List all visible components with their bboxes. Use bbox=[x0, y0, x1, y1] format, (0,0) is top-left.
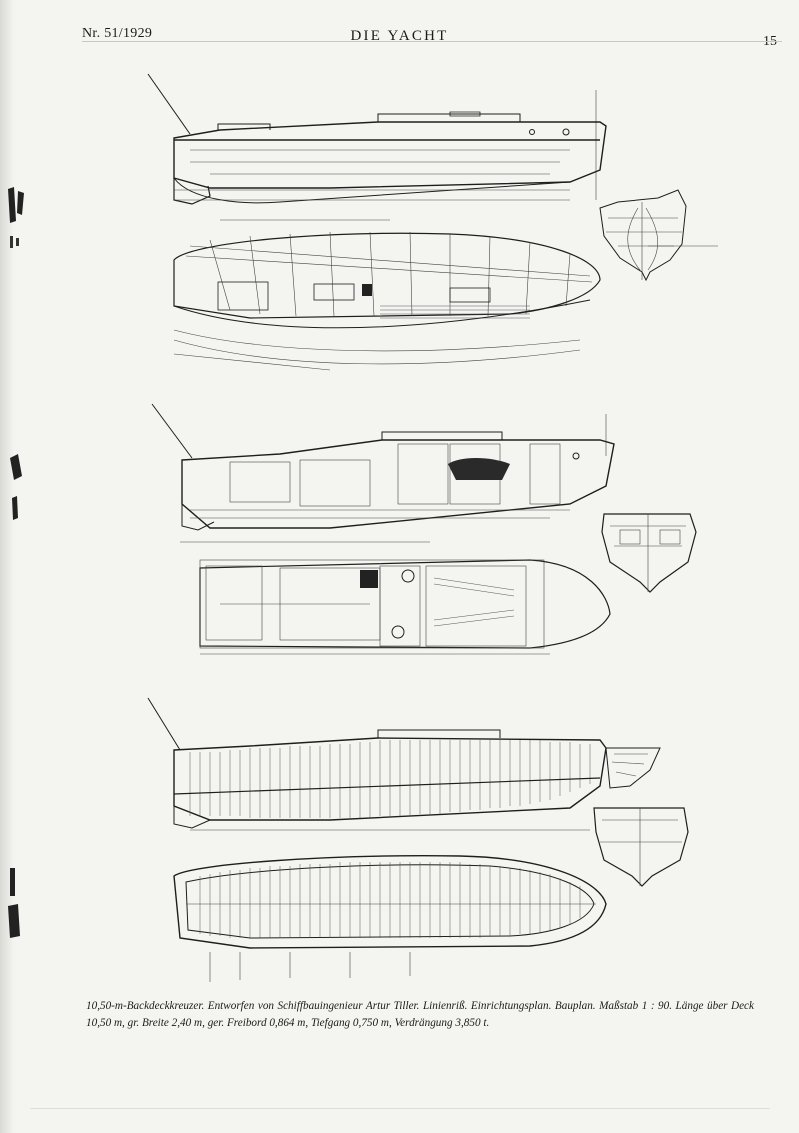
issue-number: Nr. 51/1929 bbox=[82, 26, 153, 41]
interior-plan-drawing bbox=[151, 403, 697, 655]
binding-mark bbox=[10, 236, 19, 248]
header-rule bbox=[82, 41, 782, 42]
construction-plan-drawing bbox=[147, 697, 689, 982]
binding-edge bbox=[0, 0, 14, 1133]
figure-caption: 10,50-m-Backdeckkreuzer. Entworfen von S… bbox=[86, 998, 754, 1032]
magazine-title: DIE YACHT bbox=[350, 28, 449, 44]
binding-mark bbox=[8, 187, 24, 223]
footer-rule bbox=[30, 1108, 770, 1109]
binding-mark bbox=[10, 454, 22, 520]
page-number: 15 bbox=[763, 34, 777, 49]
lines-plan-drawing bbox=[147, 73, 718, 371]
page-header: Nr. 51/1929 DIE YACHT 15 bbox=[0, 26, 799, 50]
binding-mark bbox=[8, 868, 20, 938]
caption-line-2: 1 : 90. Länge über Deck 10,50 m, gr. Bre… bbox=[86, 1000, 754, 1029]
caption-line-1: 10,50-m-Backdeckkreuzer. Entworfen von S… bbox=[86, 1000, 639, 1012]
